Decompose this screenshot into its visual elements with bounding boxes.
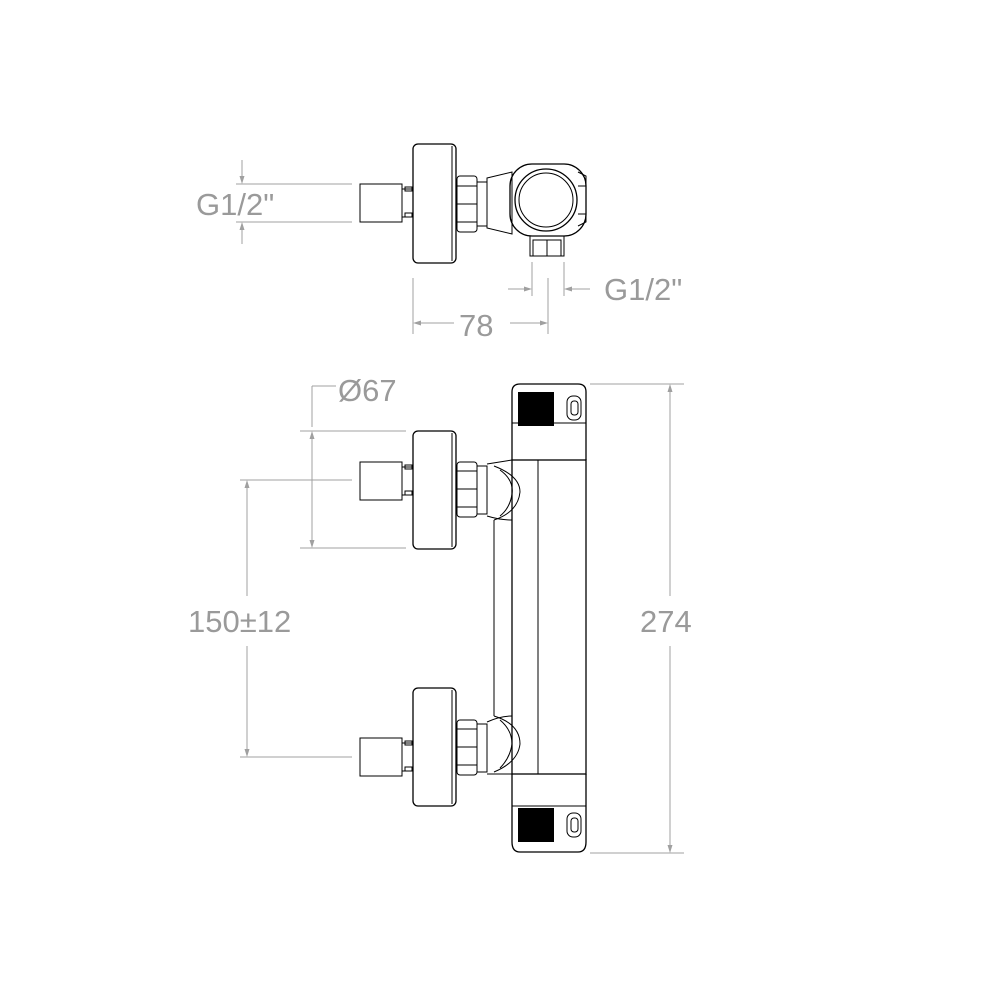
- height-label: 274: [640, 604, 692, 639]
- top-view-dimensions: [236, 160, 590, 334]
- outlet-thread-label: G1/2": [604, 272, 682, 307]
- center-distance-label: 150±12: [188, 604, 291, 639]
- depth-label: 78: [459, 308, 493, 343]
- front-view: [359, 383, 587, 853]
- front-view-dimensions: [240, 383, 684, 854]
- top-view: [359, 143, 587, 264]
- diameter-label: Ø67: [338, 373, 397, 408]
- inlet-thread-label: G1/2": [196, 187, 274, 222]
